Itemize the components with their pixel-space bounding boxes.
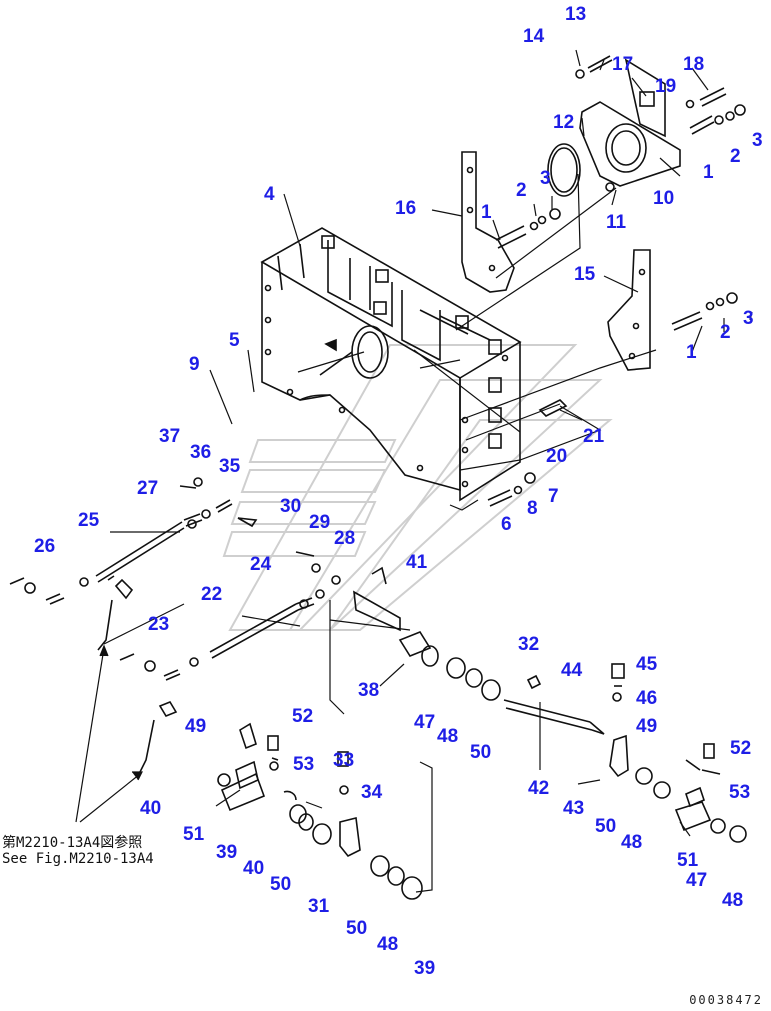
- leader-lines: [103, 49, 753, 893]
- callout: 47: [414, 712, 435, 733]
- callout: 11: [606, 212, 627, 233]
- callout: 28: [334, 528, 355, 549]
- callout: 1: [686, 342, 697, 363]
- callout: 48: [437, 726, 458, 747]
- callout: 43: [563, 798, 584, 819]
- callout: 35: [219, 456, 241, 477]
- callout: 10: [653, 188, 674, 209]
- callout: 3: [743, 308, 754, 329]
- control-linkage: [9, 477, 439, 777]
- pointer-arrows: [75, 644, 323, 823]
- callout: 51: [677, 850, 699, 871]
- callout: 1: [703, 162, 714, 183]
- callout: 18: [683, 54, 704, 75]
- callout: 50: [270, 874, 291, 895]
- figure-reference-japanese: 第M2210-13A4図参照: [2, 835, 143, 851]
- callout: 22: [201, 584, 222, 605]
- lower-parts: [217, 722, 423, 900]
- callout: 2: [730, 146, 741, 167]
- callout: 48: [621, 832, 642, 853]
- callout: 2: [720, 322, 731, 343]
- callout: 23: [148, 614, 169, 635]
- callout: 50: [595, 816, 616, 837]
- callout: 46: [636, 688, 657, 709]
- callout: 1: [481, 202, 492, 223]
- right-side-parts: [446, 657, 747, 843]
- callout: 30: [280, 496, 301, 517]
- callout: 48: [377, 934, 398, 955]
- callout: 16: [395, 198, 416, 219]
- callout: 33: [333, 750, 354, 771]
- callout: 39: [414, 958, 435, 979]
- callout: 52: [730, 738, 751, 759]
- callout: 40: [243, 858, 264, 879]
- figure-reference-english: See Fig.M2210-13A4: [2, 851, 154, 867]
- callout: 49: [636, 716, 657, 737]
- callout: 49: [185, 716, 206, 737]
- callout: 40: [140, 798, 161, 819]
- drawing-code: 00038472: [689, 993, 763, 1007]
- callout: 34: [361, 782, 383, 803]
- callout: 3: [540, 168, 551, 189]
- callout: 45: [636, 654, 658, 675]
- callout: 21: [583, 426, 605, 447]
- callout: 51: [183, 824, 205, 845]
- callout: 53: [729, 782, 750, 803]
- callout: 24: [250, 554, 272, 575]
- transmission-case: [260, 227, 522, 502]
- callout: 44: [561, 660, 583, 681]
- callout: 48: [722, 890, 743, 911]
- callout: 42: [528, 778, 549, 799]
- callout: 29: [309, 512, 330, 533]
- callout: 5: [229, 330, 240, 351]
- callout: 50: [346, 918, 367, 939]
- callout: 8: [527, 498, 538, 519]
- callout: 7: [548, 486, 559, 507]
- callout: 37: [159, 426, 180, 447]
- callout: 25: [78, 510, 100, 531]
- callout: 53: [293, 754, 314, 775]
- callout: 6: [501, 514, 512, 535]
- callout: 13: [565, 4, 586, 25]
- callout: 39: [216, 842, 237, 863]
- callout: 12: [553, 112, 574, 133]
- callout: 14: [523, 26, 545, 47]
- callouts: 13 14 17 18 19 3 12 2 1 10 4 16 1 2 3 11…: [34, 4, 763, 979]
- callout: 50: [470, 742, 491, 763]
- callout: 2: [516, 180, 527, 201]
- side-brackets: [461, 151, 738, 507]
- callout: 19: [655, 76, 676, 97]
- callout: 3: [752, 130, 763, 151]
- callout: 32: [518, 634, 539, 655]
- callout: 9: [189, 354, 200, 375]
- callout: 17: [612, 54, 633, 75]
- callout: 52: [292, 706, 313, 727]
- callout: 26: [34, 536, 55, 557]
- callout: 41: [406, 552, 428, 573]
- callout: 15: [574, 264, 596, 285]
- callout: 36: [190, 442, 211, 463]
- callout: 47: [686, 870, 707, 891]
- callout: 27: [137, 478, 158, 499]
- callout: 31: [308, 896, 330, 917]
- callout: 4: [264, 184, 275, 205]
- callout: 38: [358, 680, 379, 701]
- callout: 20: [546, 446, 567, 467]
